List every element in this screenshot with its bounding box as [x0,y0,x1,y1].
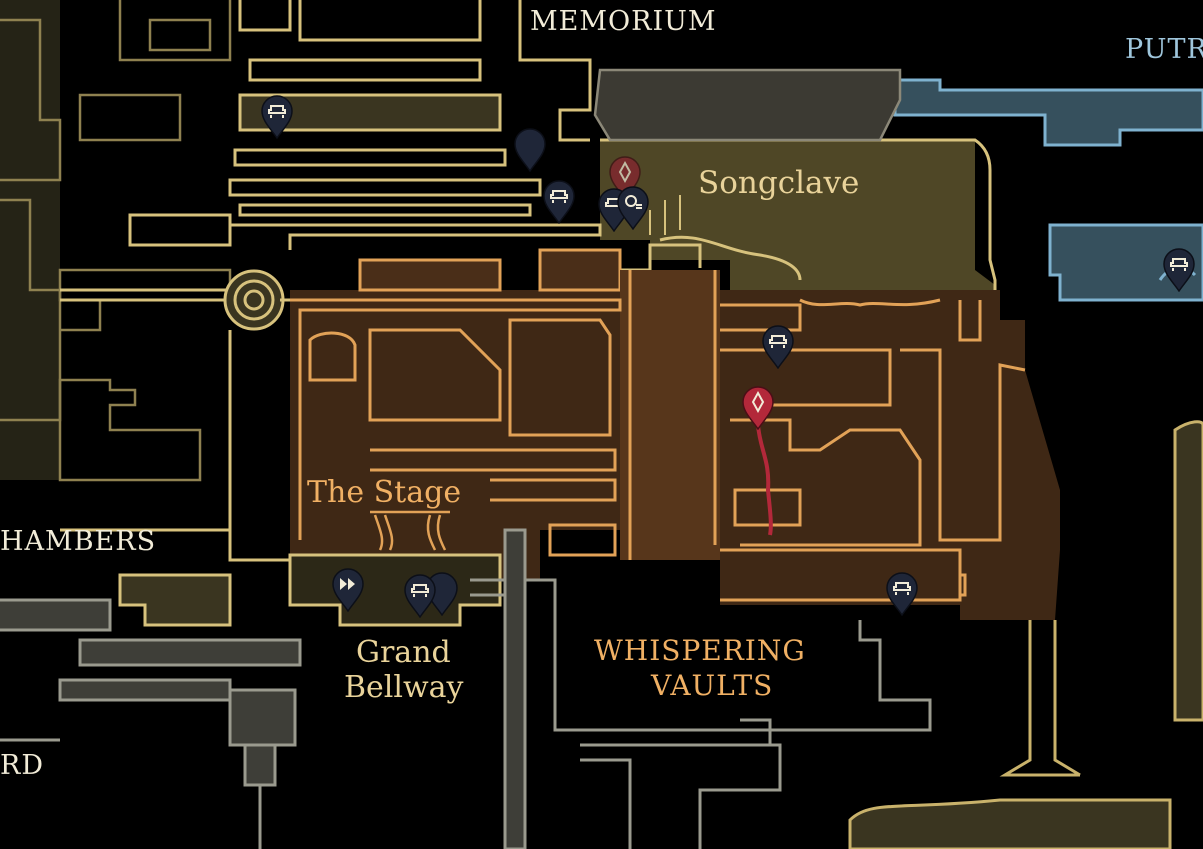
region-memorium [228,0,592,217]
region-right-gold [848,420,1203,849]
bench-icon[interactable] [543,180,575,224]
region-label-whispering-vaults-2: VAULTS [651,669,774,702]
region-left-gold [0,0,232,482]
region-label-putrified: PUTR [1125,34,1203,65]
blank-marker-icon[interactable] [514,128,546,172]
region-label-the-stage: The Stage [307,475,462,510]
region-label-grand-bellway-1: Grand [356,635,451,670]
bench-icon[interactable] [886,572,918,616]
region-label-chambers: HAMBERS [0,526,157,557]
bench-icon[interactable] [762,325,794,369]
region-songclave [600,138,997,300]
region-memorium-annex [593,68,902,142]
player-trail [756,424,773,536]
bench-icon[interactable] [1163,248,1195,292]
bench-icon[interactable] [261,95,293,139]
compass-icon[interactable] [742,386,774,430]
region-grey-lower [0,528,932,849]
bench-icon[interactable] [404,574,436,618]
stage-structure [370,510,450,551]
region-label-whispering-vaults-1: WHISPERING [594,634,806,667]
region-label-songclave: Songclave [698,165,860,201]
region-putrified [893,78,1203,302]
region-whispering-vaults [290,248,1060,620]
shop-icon[interactable] [617,186,649,230]
vault-walls [290,270,1026,602]
region-label-grand-bellway-2: Bellway [344,670,464,705]
fast-travel-icon[interactable] [332,568,364,612]
region-label-memorium: MEMORIUM [530,6,717,37]
region-label-bottom-left: RD [0,750,44,781]
